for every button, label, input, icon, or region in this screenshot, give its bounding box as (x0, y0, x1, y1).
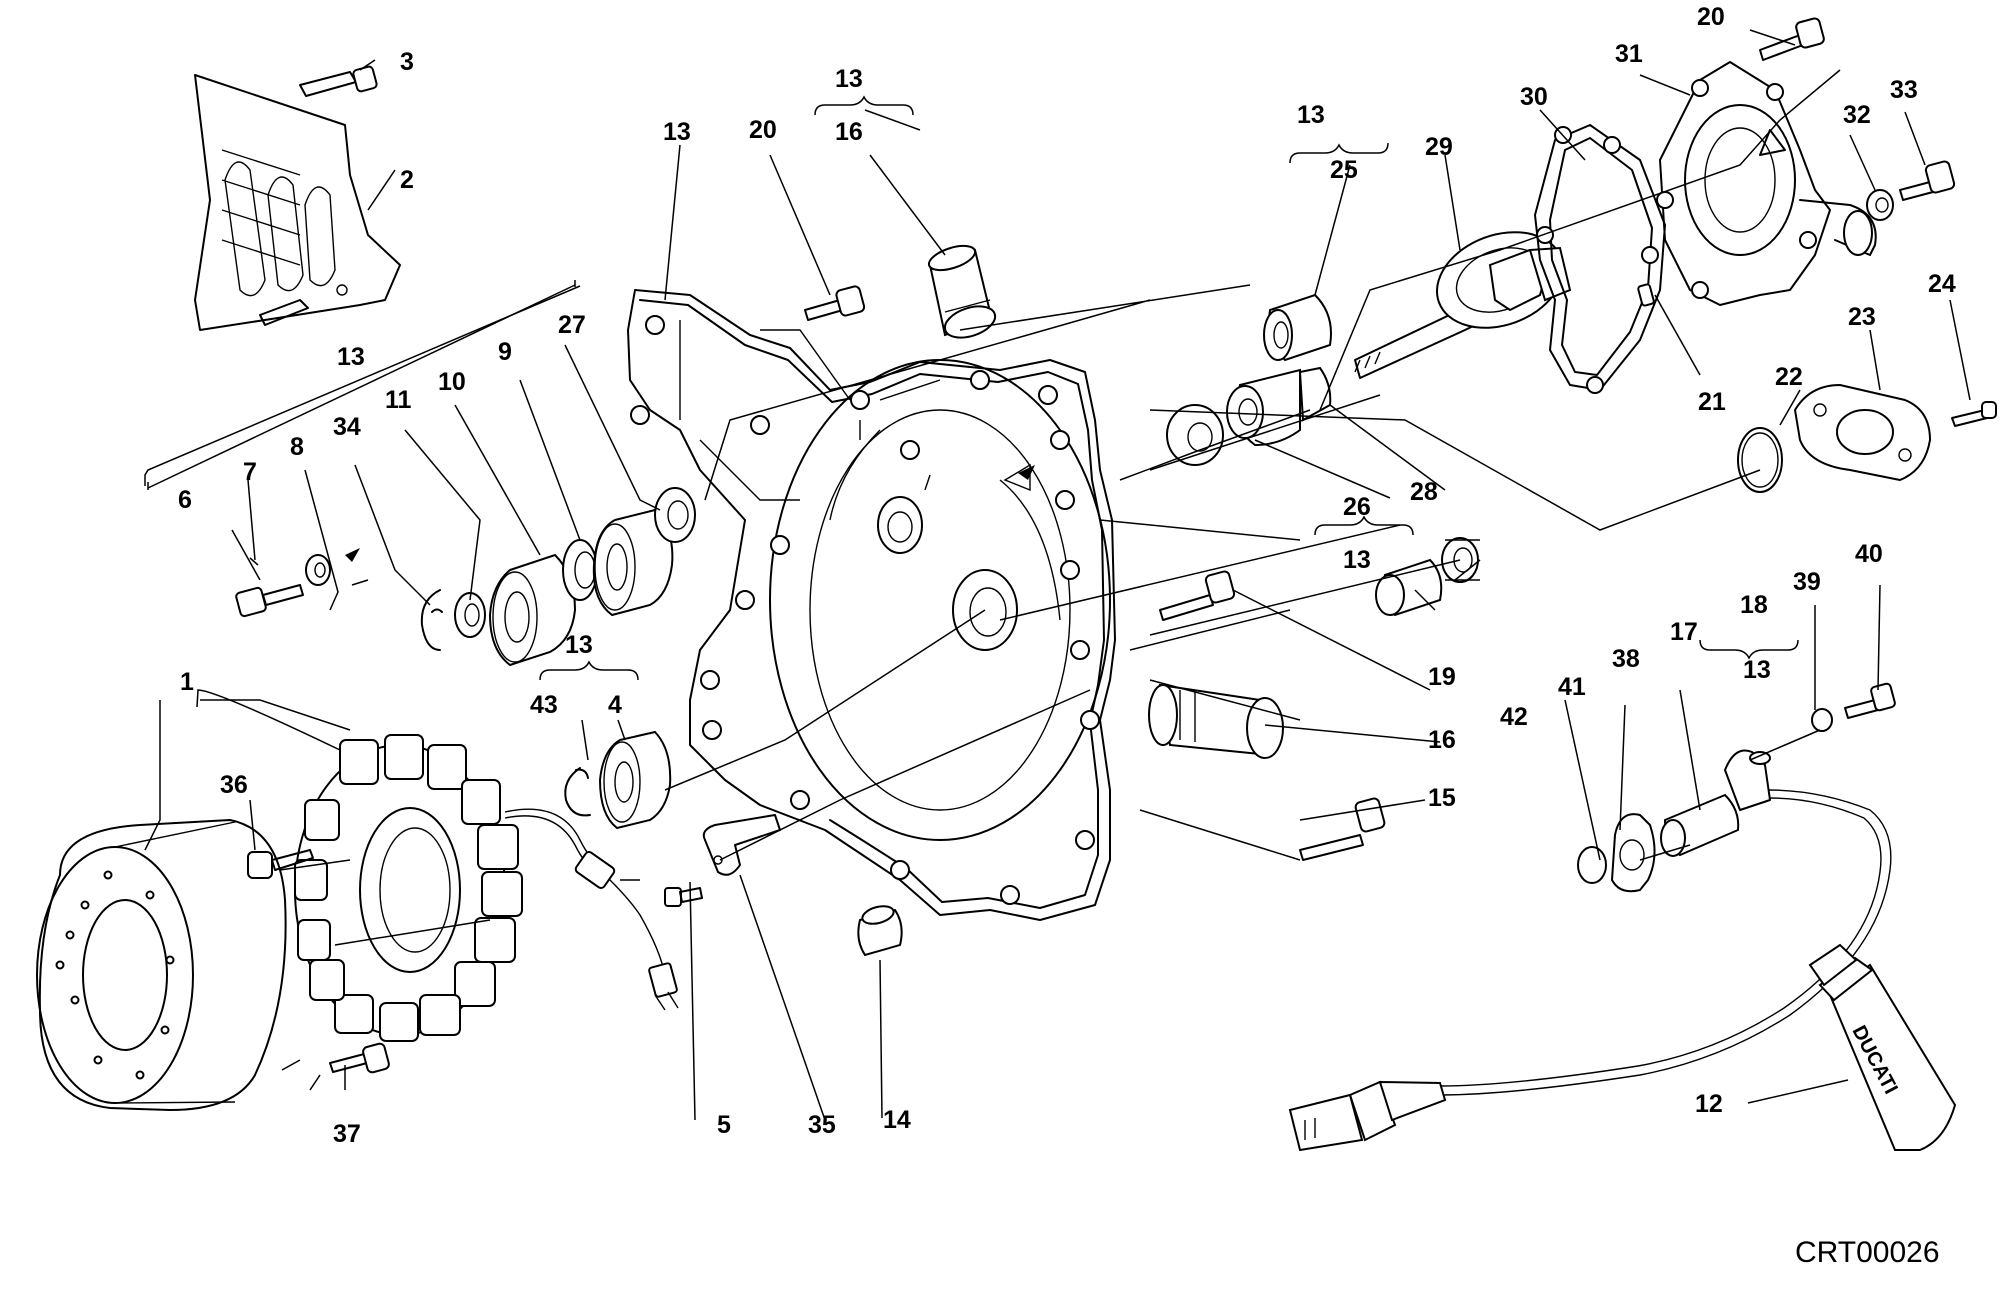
label-1: 1 (180, 668, 194, 696)
label-18: 18 (1740, 591, 1768, 619)
label-7: 7 (243, 458, 257, 486)
label-28: 28 (1410, 478, 1438, 506)
label-8: 8 (290, 433, 304, 461)
bolt-20-top (1759, 17, 1825, 61)
label-23: 23 (1848, 303, 1876, 331)
label-38: 38 (1612, 645, 1640, 673)
label-5: 5 (717, 1111, 731, 1139)
label-27: 27 (558, 311, 586, 339)
sealant-tube: DUCATI (1808, 943, 1957, 1151)
flywheel-rotor (36, 819, 287, 1111)
label-13-e: 13 (1343, 546, 1371, 574)
label-29: 29 (1425, 133, 1453, 161)
label-13-c: 13 (835, 65, 863, 93)
label-40: 40 (1855, 540, 1883, 568)
label-21: 21 (1698, 388, 1726, 416)
hose-fitting-lower (1148, 683, 1284, 759)
label-16-b: 16 (1428, 726, 1456, 754)
washer-bolt-32-33 (1866, 160, 1956, 221)
group-brackets (147, 95, 1799, 681)
label-20-b: 20 (1697, 3, 1725, 31)
label-14: 14 (883, 1106, 911, 1134)
label-32: 32 (1843, 101, 1871, 129)
label-43: 43 (530, 691, 558, 719)
label-3: 3 (400, 48, 414, 76)
label-13-g: 13 (565, 631, 593, 659)
label-11: 11 (385, 386, 412, 414)
callout-leaders (144, 29, 1971, 1121)
label-42: 42 (1500, 703, 1528, 731)
pin-21 (1637, 283, 1655, 307)
label-31: 31 (1615, 40, 1643, 68)
label-25: 25 (1330, 156, 1358, 184)
part-labels: 3 2 13 6 7 8 34 11 10 9 27 13 20 13 16 1… (178, 3, 1956, 1148)
sprocket-cover (194, 65, 401, 331)
label-30: 30 (1520, 83, 1548, 111)
label-34: 34 (333, 413, 361, 441)
bolt-20-mid (804, 285, 866, 321)
label-39: 39 (1793, 568, 1821, 596)
label-13-f: 13 (1743, 656, 1771, 684)
label-41: 41 (1558, 673, 1586, 701)
label-37: 37 (333, 1120, 361, 1148)
label-35: 35 (808, 1111, 836, 1139)
label-36: 36 (220, 771, 248, 799)
label-2: 2 (400, 166, 414, 194)
shaft-seals (1166, 293, 1332, 466)
label-24: 24 (1928, 270, 1956, 298)
pump-cover (1656, 61, 1877, 306)
flange-23 (1737, 384, 1997, 493)
label-19: 19 (1428, 663, 1456, 691)
bolt-15 (1299, 797, 1386, 861)
label-13-d: 13 (1297, 101, 1325, 129)
label-9: 9 (498, 338, 512, 366)
label-4: 4 (608, 691, 622, 719)
label-22: 22 (1775, 363, 1803, 391)
leader-lines (144, 69, 1841, 1091)
temperature-sensor (1288, 682, 1896, 1152)
cable-clamp (664, 814, 781, 907)
label-16-a: 16 (835, 118, 863, 146)
stator (247, 734, 679, 1074)
label-12: 12 (1695, 1090, 1723, 1118)
arrow-marks (345, 465, 1035, 562)
label-17: 17 (1670, 618, 1698, 646)
dowel-pin (857, 905, 903, 957)
label-26: 26 (1343, 493, 1371, 521)
label-13-a: 13 (337, 343, 365, 371)
generator-cover (627, 289, 1116, 921)
drawing-code: CRT00026 (1795, 1236, 1940, 1269)
label-20-a: 20 (749, 116, 777, 144)
impeller-shaft (1354, 231, 1572, 379)
label-6: 6 (178, 486, 192, 514)
bolt-19 (1159, 570, 1236, 621)
label-13-b: 13 (663, 118, 691, 146)
label-15: 15 (1428, 784, 1456, 812)
label-10: 10 (438, 368, 466, 396)
shaft-parts-left (235, 487, 696, 830)
label-33: 33 (1890, 76, 1918, 104)
hose-fitting-upper (927, 244, 997, 339)
